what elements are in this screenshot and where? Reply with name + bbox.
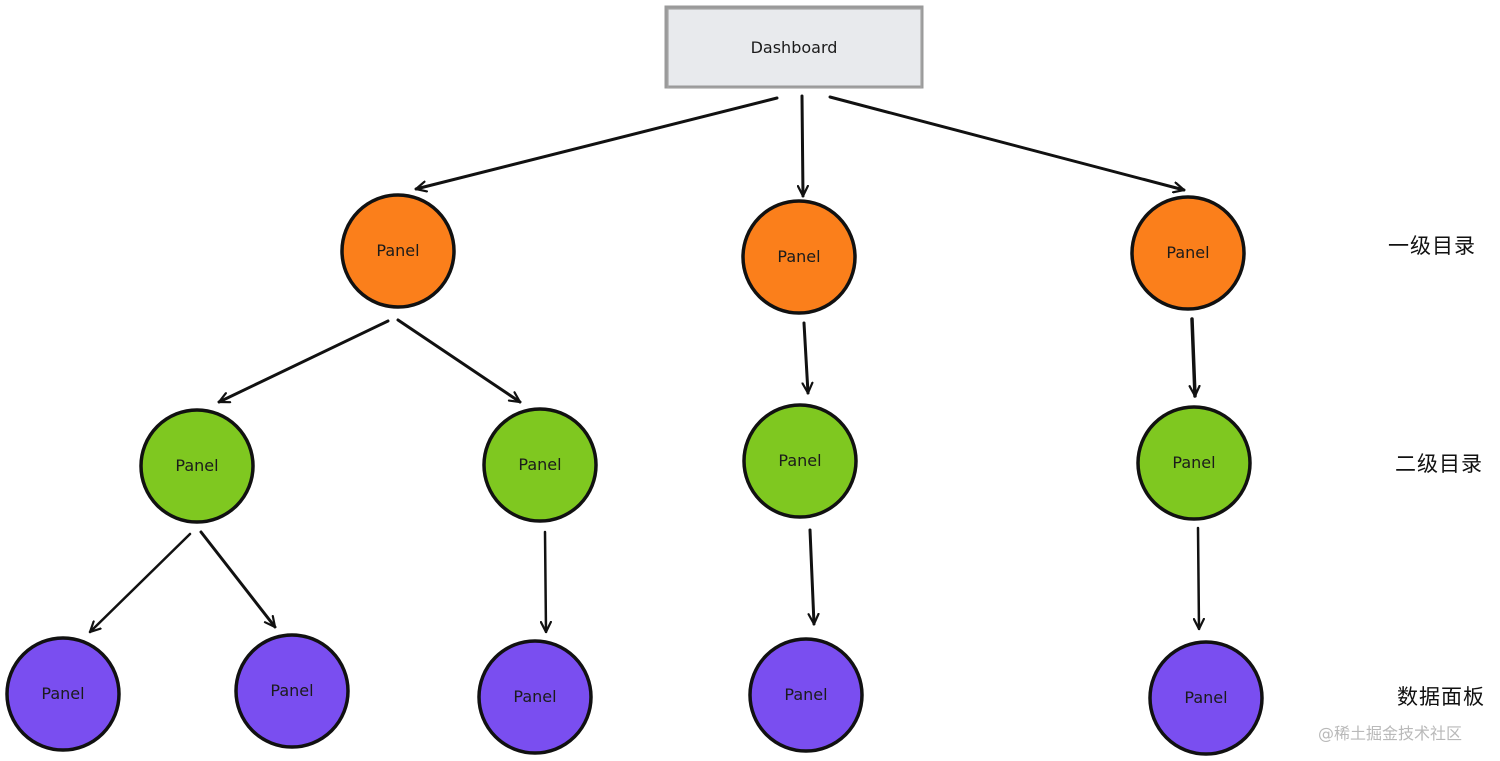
- edge-panel-l1-c-to-panel-l2-d: [1192, 317, 1195, 398]
- panel-label: Panel: [778, 451, 821, 470]
- edges: [88, 94, 1199, 634]
- panel-label: Panel: [376, 241, 419, 260]
- edge-root-to-panel-l1-b: [802, 94, 803, 198]
- dashboard-box: [664, 5, 924, 89]
- panel-node-l1-c[interactable]: Panel: [1130, 195, 1246, 311]
- panel-circle: [482, 407, 598, 523]
- panel-circle: [742, 403, 858, 519]
- edge-panel-l2-c-to-panel-l3-d: [810, 528, 814, 626]
- panel-circle: [741, 199, 857, 315]
- panel-label: Panel: [270, 681, 313, 700]
- panel-circle: [1130, 195, 1246, 311]
- edge-panel-l2-a-to-panel-l3-a: [88, 532, 192, 634]
- panel-node-l2-a[interactable]: Panel: [139, 408, 255, 524]
- panel-node-l2-c[interactable]: Panel: [742, 403, 858, 519]
- edge-root-to-panel-l1-a: [414, 96, 779, 189]
- edge-panel-l1-a-to-panel-l2-b: [396, 318, 522, 404]
- panel-label: Panel: [1166, 243, 1209, 262]
- panel-label: Panel: [41, 684, 84, 703]
- panel-label: Panel: [784, 685, 827, 704]
- dashboard-label: Dashboard: [751, 38, 838, 57]
- watermark-text: @稀土掘金技术社区: [1318, 724, 1463, 743]
- panel-label: Panel: [175, 456, 218, 475]
- dashboard-node[interactable]: Dashboard: [664, 5, 924, 89]
- panel-node-l3-a[interactable]: Panel: [5, 636, 121, 752]
- edge-panel-l1-a-to-panel-l2-a: [217, 319, 390, 404]
- panel-node-l2-d[interactable]: Panel: [1136, 405, 1252, 521]
- panel-circle: [340, 193, 456, 309]
- edge-panel-l2-b-to-panel-l3-c: [545, 530, 546, 634]
- panel-label: Panel: [1172, 453, 1215, 472]
- panel-node-l3-c[interactable]: Panel: [477, 639, 593, 755]
- panel-label: Panel: [513, 687, 556, 706]
- panel-label: Panel: [1184, 688, 1227, 707]
- panel-node-l3-e[interactable]: Panel: [1148, 640, 1264, 756]
- panel-circle: [748, 637, 864, 753]
- panel-circle: [1148, 640, 1264, 756]
- panel-node-l3-b[interactable]: Panel: [234, 633, 350, 749]
- panel-node-l1-b[interactable]: Panel: [741, 199, 857, 315]
- panel-node-l2-b[interactable]: Panel: [482, 407, 598, 523]
- panel-label: Panel: [518, 455, 561, 474]
- panel-node-l1-a[interactable]: Panel: [340, 193, 456, 309]
- level-label-data-panel: 数据面板: [1397, 685, 1485, 709]
- panel-node-l3-d[interactable]: Panel: [748, 637, 864, 753]
- panel-circle: [1136, 405, 1252, 521]
- edge-panel-l2-a-to-panel-l3-b: [199, 530, 277, 629]
- level-label-second-directory: 二级目录: [1395, 452, 1483, 476]
- level-label-first-directory: 一级目录: [1388, 234, 1476, 258]
- panel-circle: [477, 639, 593, 755]
- edge-panel-l1-b-to-panel-l2-c: [804, 321, 808, 395]
- panel-circle: [139, 408, 255, 524]
- dashboard-box-sketch-outline: [667, 8, 922, 89]
- panel-label: Panel: [777, 247, 820, 266]
- edge-panel-l2-d-to-panel-l3-e: [1198, 526, 1199, 631]
- edge-root-to-panel-l1-c: [828, 95, 1186, 190]
- panel-circle: [5, 636, 121, 752]
- panel-circle: [234, 633, 350, 749]
